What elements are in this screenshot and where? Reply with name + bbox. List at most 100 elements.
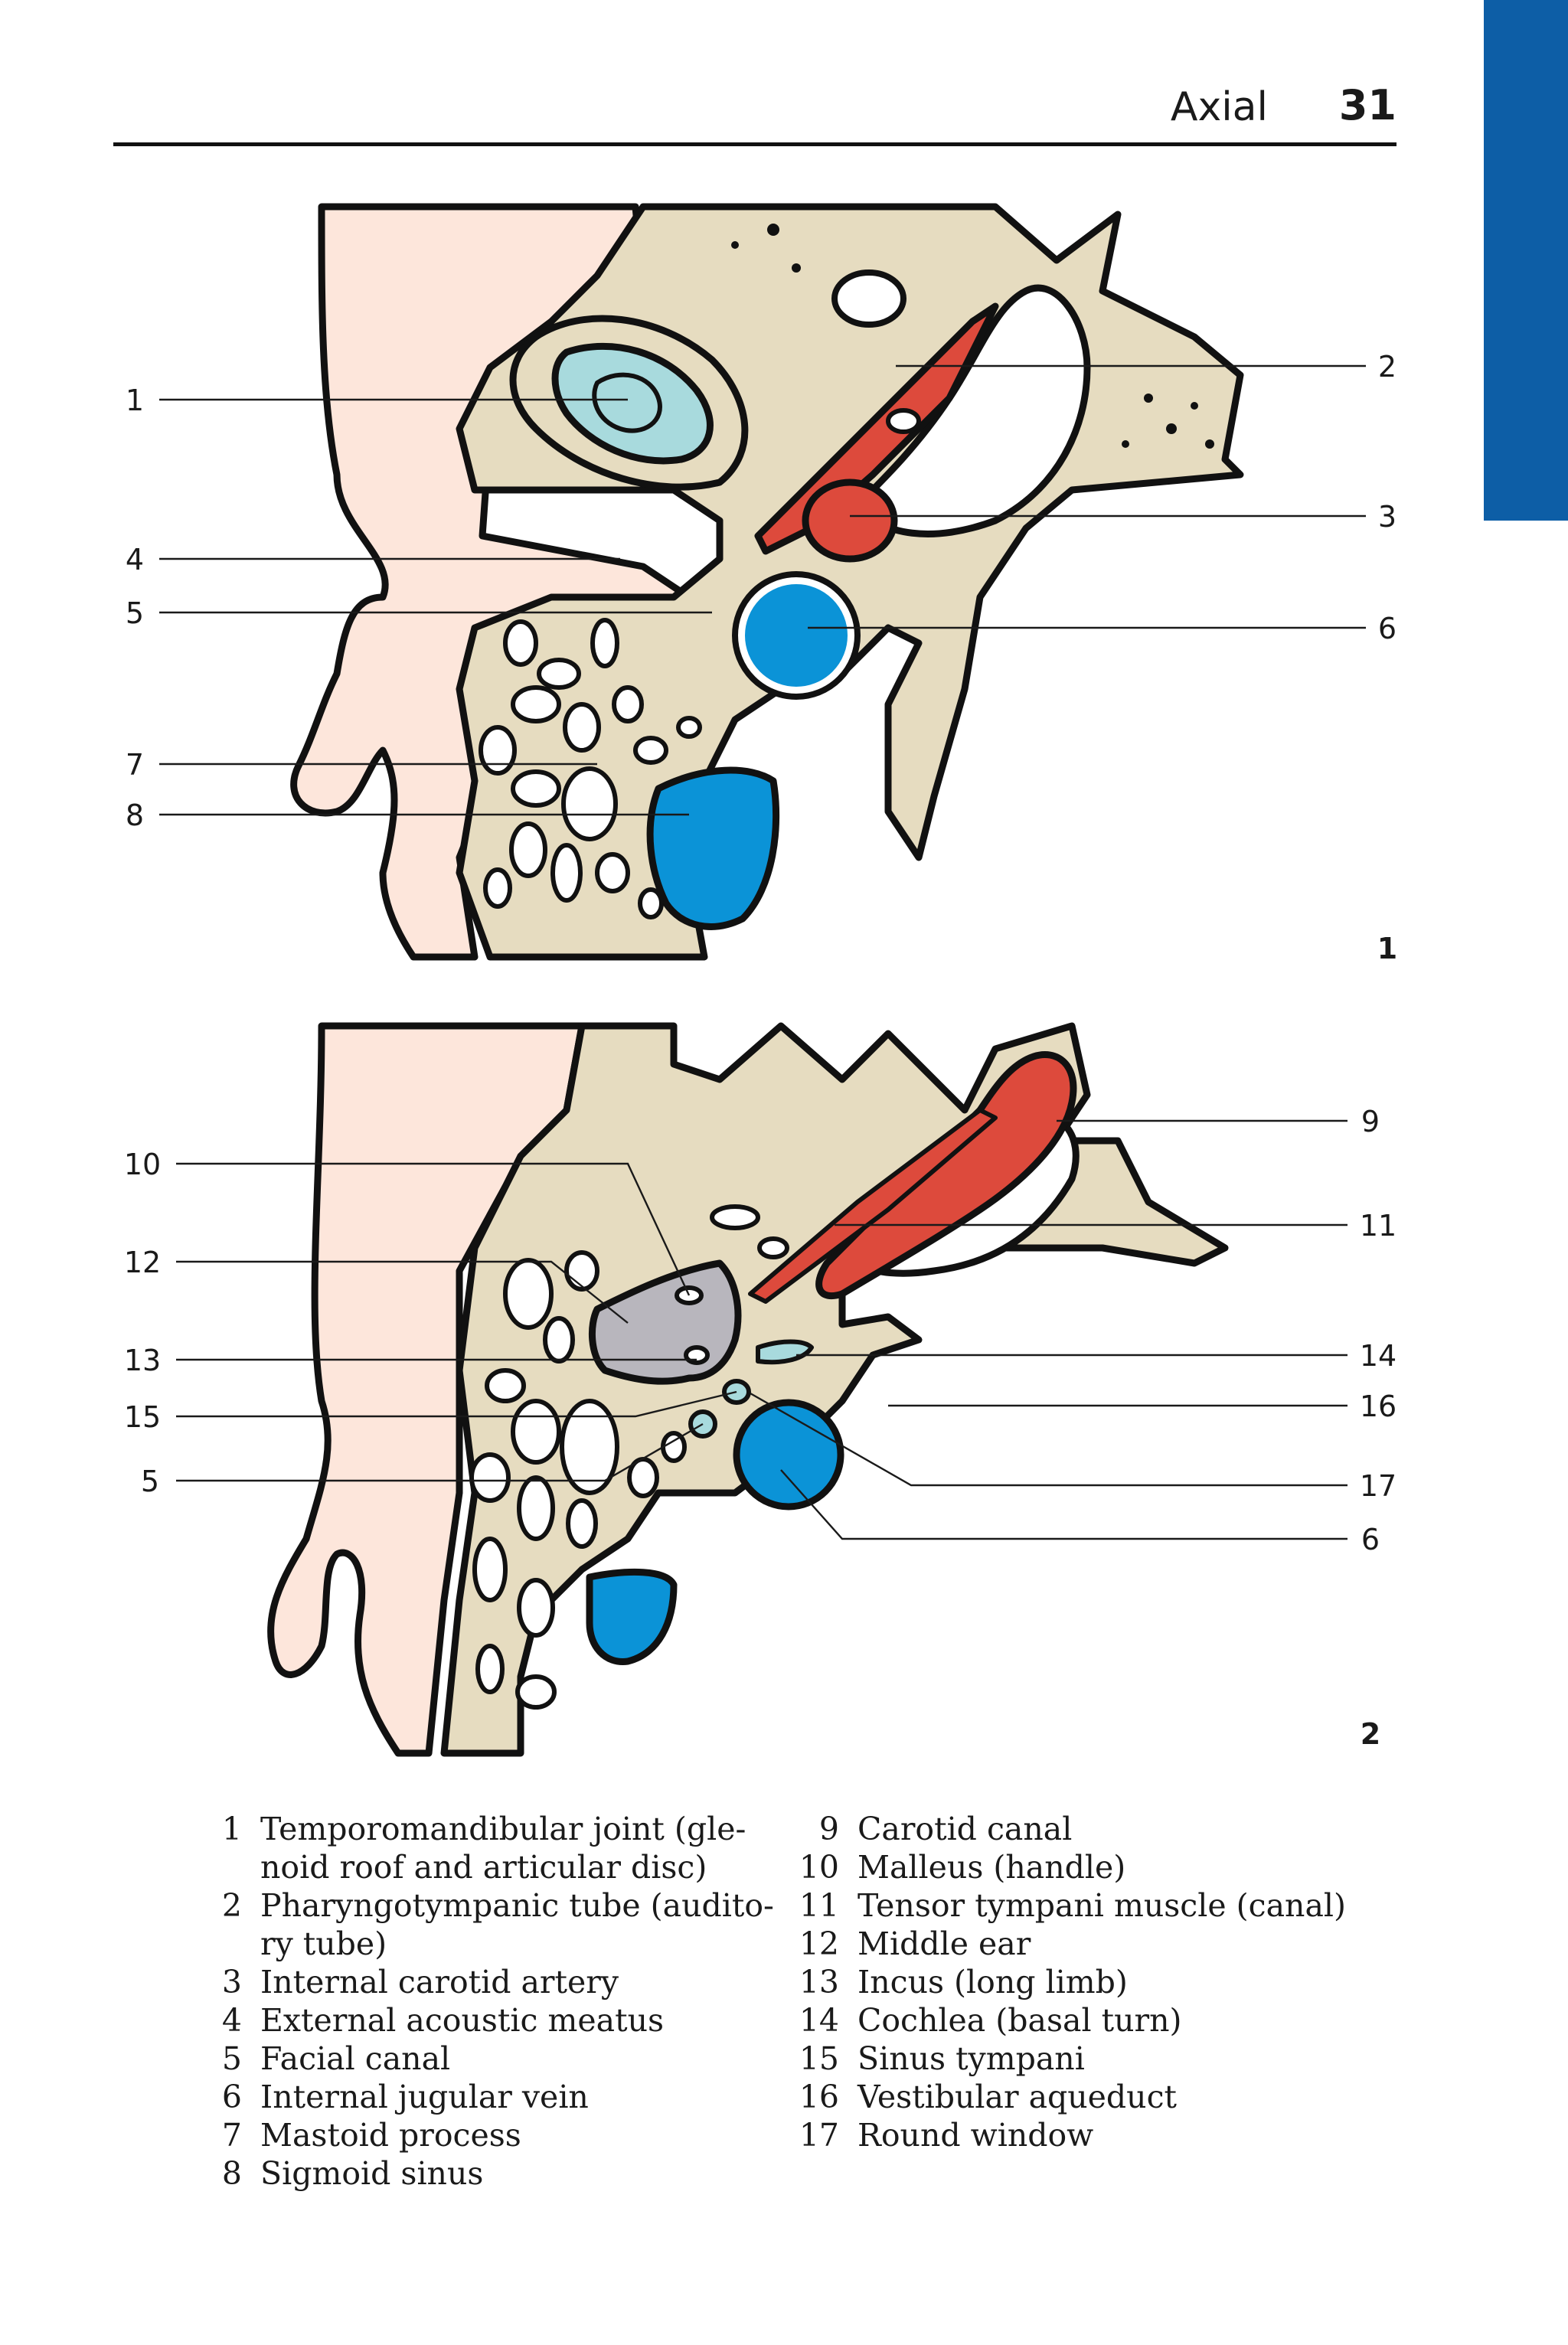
legend-text-line: Tensor tympani muscle (canal)	[858, 1887, 1347, 1924]
legend-text: Temporomandibular joint (gle-noid roof a…	[260, 1810, 775, 1886]
legend-text: Incus (long limb)	[858, 1963, 1378, 2001]
legend-text-line: ry tube)	[260, 1925, 387, 1962]
figure-1-label-2: 2	[1378, 350, 1396, 384]
legend-text-line: Incus (long limb)	[858, 1964, 1128, 2000]
figure-1-label-3: 3	[1378, 500, 1396, 534]
legend-item: 15 Sinus tympani	[796, 2040, 1378, 2078]
legend-text-line: Temporomandibular joint (gle-	[260, 1811, 746, 1847]
figure-2-label-16: 16	[1360, 1390, 1396, 1423]
figure-2-label-13: 13	[124, 1344, 161, 1377]
legend-item: 9 Carotid canal	[796, 1810, 1378, 1848]
legend-item: 10 Malleus (handle)	[796, 1848, 1378, 1886]
figure-1-label-1: 1	[126, 384, 144, 417]
figure-1-number: 1	[1377, 932, 1397, 965]
legend-item: 4 External acoustic meatus	[208, 2001, 775, 2040]
legend-number: 5	[221, 2040, 242, 2077]
legend-text-line: External acoustic meatus	[260, 2002, 665, 2039]
figure-1-illustration: 1 4 5 7 8 2 3 6 1	[126, 203, 1397, 965]
internal-carotid-artery	[802, 478, 898, 563]
legend-number: 17	[799, 2117, 839, 2154]
legend-item: 14 Cochlea (basal turn)	[796, 2001, 1378, 2040]
legend-text: Middle ear	[858, 1925, 1378, 1963]
legend-number: 2	[221, 1887, 242, 1924]
figure-1-label-4: 4	[126, 543, 144, 576]
legend-text: Internal carotid artery	[260, 1963, 775, 2001]
legend-text-line: Round window	[858, 2117, 1094, 2154]
legend-text-line: Middle ear	[858, 1925, 1031, 1962]
legend-text-line: Internal carotid artery	[260, 1964, 619, 2000]
legend-text-line: Cochlea (basal turn)	[858, 2002, 1182, 2039]
legend-text: Malleus (handle)	[858, 1848, 1378, 1886]
legend-number: 15	[799, 2040, 839, 2077]
figure-2-number: 2	[1361, 1717, 1380, 1751]
legend-item: 16 Vestibular aqueduct	[796, 2078, 1378, 2116]
legend-number: 1	[221, 1811, 242, 1847]
legend-number: 6	[221, 2079, 242, 2115]
legend-text: Round window	[858, 2116, 1378, 2154]
legend-text: Sigmoid sinus	[260, 2154, 775, 2193]
figure-2-label-11: 11	[1360, 1209, 1396, 1243]
soft-tissue-region	[267, 1022, 586, 1757]
legend-number: 16	[799, 2079, 839, 2115]
legend-item: 8 Sigmoid sinus	[208, 2154, 775, 2193]
figure-2-label-9: 9	[1361, 1105, 1380, 1138]
legend-text: Carotid canal	[858, 1810, 1378, 1848]
legend-text-line: noid roof and articular disc)	[260, 1849, 707, 1886]
figure-2-label-10: 10	[124, 1148, 161, 1181]
legend-text: Facial canal	[260, 2040, 775, 2078]
legend-item: 3 Internal carotid artery	[208, 1963, 775, 2001]
legend-number: 10	[799, 1849, 839, 1886]
legend-number: 8	[221, 2155, 242, 2192]
figure-2-label-15: 15	[124, 1400, 161, 1434]
legend-item: 7 Mastoid process	[208, 2116, 775, 2154]
legend-text: Pharyngotympanic tube (audito-ry tube)	[260, 1886, 775, 1963]
legend-item: 1 Temporomandibular joint (gle-noid roof …	[208, 1810, 775, 1886]
legend-item: 6 Internal jugular vein	[208, 2078, 775, 2116]
internal-jugular-vein	[733, 1399, 844, 1511]
figure-2-label-5: 5	[141, 1465, 159, 1498]
pharyngotympanic-tube	[754, 302, 999, 555]
figure-1-label-6: 6	[1378, 612, 1396, 645]
legend-item: 5 Facial canal	[208, 2040, 775, 2078]
legend-text: Sinus tympani	[858, 2040, 1378, 2078]
soft-tissue-region	[290, 203, 693, 961]
figure-2-label-6: 6	[1361, 1523, 1380, 1556]
legend-text: Tensor tympani muscle (canal)	[858, 1886, 1378, 1925]
figure-1-label-7: 7	[126, 748, 144, 782]
figure-2-label-12: 12	[124, 1246, 161, 1279]
sigmoid-sinus	[646, 766, 780, 930]
legend-text-line: Sinus tympani	[858, 2040, 1085, 2077]
legend-number: 3	[221, 1964, 242, 2000]
legend-text-line: Internal jugular vein	[260, 2079, 589, 2115]
chapter-tab	[1484, 0, 1568, 521]
legend-text: External acoustic meatus	[260, 2001, 775, 2040]
legend-number: 4	[221, 2002, 242, 2039]
legend-text-line: Mastoid process	[260, 2117, 521, 2154]
legend-text: Vestibular aqueduct	[858, 2078, 1378, 2116]
legend-number: 11	[799, 1887, 839, 1924]
figure-2-label-17: 17	[1360, 1469, 1396, 1503]
temporal-bone	[440, 1022, 1229, 1757]
figure-2-label-14: 14	[1360, 1339, 1396, 1373]
legend-text: Internal jugular vein	[260, 2078, 775, 2116]
legend-text-line: Carotid canal	[858, 1811, 1073, 1847]
legend-text-line: Facial canal	[260, 2040, 451, 2077]
legend-text-line: Pharyngotympanic tube (audito-	[260, 1887, 774, 1924]
legend-item: 17 Round window	[796, 2116, 1378, 2154]
page-number: 31	[1338, 81, 1396, 129]
legend-number: 14	[799, 2002, 839, 2039]
legend-item: 11 Tensor tympani muscle (canal)	[796, 1886, 1378, 1925]
legend-text: Mastoid process	[260, 2116, 775, 2154]
legend-number: 9	[818, 1811, 839, 1847]
internal-jugular-vein	[737, 576, 855, 694]
cochlea-basal-turn	[756, 1339, 814, 1365]
tensor-tympani-canal	[748, 1108, 998, 1304]
legend-text-line: Malleus (handle)	[858, 1849, 1126, 1886]
legend-text: Cochlea (basal turn)	[858, 2001, 1378, 2040]
figure-1-label-8: 8	[126, 799, 144, 832]
sigmoid-sinus	[586, 1568, 678, 1665]
legend-number: 7	[221, 2117, 242, 2154]
figure-1-label-5: 5	[126, 596, 144, 630]
